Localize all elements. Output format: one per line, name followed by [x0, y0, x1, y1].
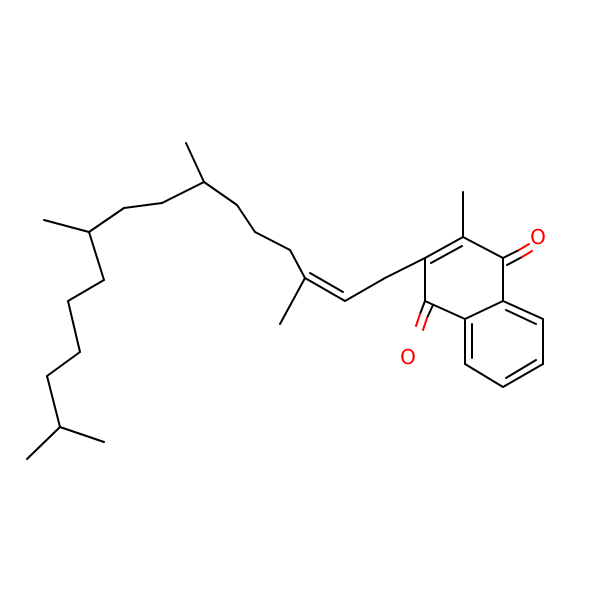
bond-chain-10 [88, 207, 125, 233]
bond-chain-4 [289, 249, 306, 279]
bond-chain-14 [46, 351, 81, 377]
bond-chain-9 [123, 202, 163, 209]
bond-ar-6 [464, 300, 504, 320]
bond-co-top-o2 [521, 250, 533, 258]
bond-chain-3 [304, 277, 346, 302]
bond-chain-16 [59, 426, 105, 443]
bond-chain-17 [26, 426, 61, 460]
bond-chain-6 [236, 204, 256, 233]
bond-chain-7 [203, 181, 238, 206]
bond-co-bottom-c2 [426, 304, 434, 319]
oxygen-label-bottom: O [400, 345, 416, 369]
bond-chain-11 [88, 231, 105, 281]
bond-ar-inner-2 [505, 359, 537, 379]
bond-co-bottom-o2 [422, 317, 428, 331]
bond-q-3b [430, 245, 463, 264]
bond-co-top-c2 [506, 256, 523, 266]
bond-chain-8 [161, 181, 205, 204]
bond-ar-inner-1 [505, 309, 537, 325]
bond-chain-2 [344, 277, 386, 302]
bonds [26, 142, 544, 460]
bond-chain-methyl-2 [185, 142, 205, 183]
bond-chain-1 [384, 257, 426, 279]
atom-labels: O O [400, 225, 546, 369]
bond-chain-15 [46, 375, 61, 428]
bond-co-bottom-o [415, 313, 421, 327]
bond-co-top-o [518, 243, 530, 251]
bond-chain-13 [67, 300, 81, 353]
bond-chain-3b [309, 272, 344, 293]
bond-co-bottom-c [419, 300, 426, 315]
bond-chain-methyl-3 [43, 219, 90, 233]
bond-chain-12 [67, 279, 105, 302]
bond-ar-3 [502, 363, 544, 388]
bond-q-3 [424, 236, 464, 259]
bond-ar-4 [464, 363, 504, 388]
bond-co-top-c [502, 249, 520, 259]
bond-chain-5 [254, 231, 291, 251]
bond-q-2 [462, 236, 504, 259]
oxygen-label-top: O [530, 225, 546, 249]
bond-chain-methyl-1 [279, 277, 306, 325]
bond-q-5 [424, 300, 466, 320]
bond-ar-1 [502, 300, 544, 320]
